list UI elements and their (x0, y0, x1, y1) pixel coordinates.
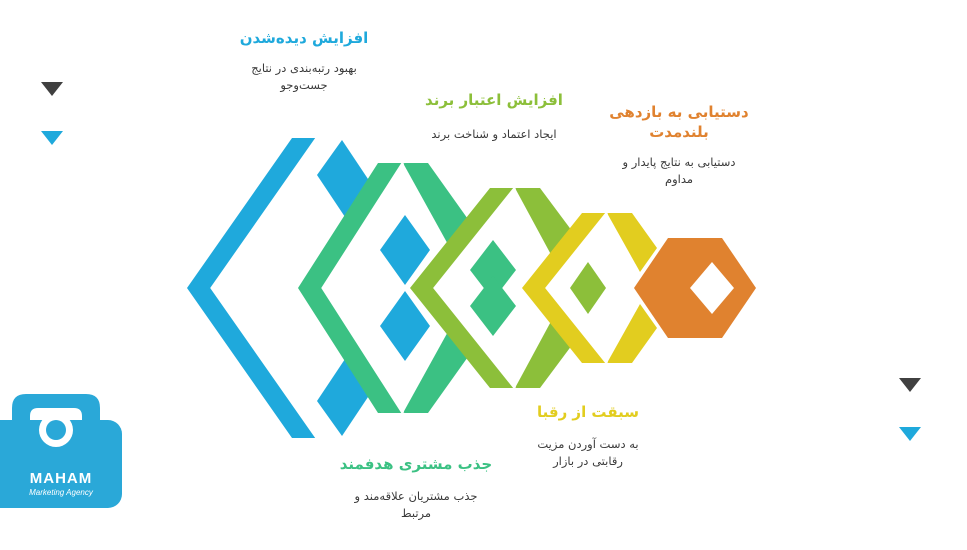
item-1-label: افزایش دیده‌شدن بهبود رتبه‌بندی در نتایج… (214, 28, 394, 94)
item-4-title: سبقت از رقبا (537, 403, 639, 421)
logo-tagline: Marketing Agency (29, 488, 93, 497)
item-5-title: جذب مشتری هدفمند (339, 455, 493, 473)
item-3-description: دستیابی به نتایج پایدار و مداوم (622, 155, 736, 186)
item-4-label: سبقت از رقبا به دست آوردن مزیت رقابتی در… (513, 402, 663, 470)
diamond-blue-bottom (380, 291, 430, 361)
triangle-down-blue-icon (41, 131, 63, 145)
logo-mark-icon (12, 394, 100, 464)
chevron-yellow-inner-top (607, 213, 657, 272)
triangle-down-dark-icon (899, 378, 921, 392)
item-5-description: جذب مشتریان علاقه‌مند و مرتبط (354, 489, 478, 520)
chevron-yellow (522, 213, 607, 363)
diamond-green-top (470, 240, 516, 300)
maham-logo: MAHAM Marketing Agency (0, 394, 122, 508)
logo-name: MAHAM (29, 470, 93, 487)
item-2-label: افزایش اعتبار برند ایجاد اعتماد و شناخت … (404, 90, 584, 143)
triangle-down-dark-icon (41, 82, 63, 96)
item-4-description: به دست آوردن مزیت رقابتی در بازار (537, 437, 639, 468)
item-1-description: بهبود رتبه‌بندی در نتایج جست‌وجو (251, 61, 357, 92)
diamond-lime (570, 262, 606, 314)
item-2-title: افزایش اعتبار برند (425, 91, 563, 109)
item-2-description: ایجاد اعتماد و شناخت برند (431, 127, 557, 141)
chevron-yellow-inner-bottom (607, 304, 657, 363)
hexagon-orange-inner (690, 262, 734, 314)
chevron-green-inner-bottom (403, 328, 470, 413)
item-3-title: دستیابی به بازدهی بلندمدت (609, 103, 749, 141)
triangle-down-blue-icon (899, 427, 921, 441)
chevron-green (298, 163, 403, 413)
chevron-lime (410, 188, 515, 388)
item-3-label: دستیابی به بازدهی بلندمدت دستیابی به نتا… (604, 102, 754, 188)
diamond-blue-top (380, 215, 430, 285)
item-5-label: جذب مشتری هدفمند جذب مشتریان علاقه‌مند و… (326, 454, 506, 522)
item-1-title: افزایش دیده‌شدن (239, 29, 369, 47)
chevron-green-inner-top (403, 163, 470, 248)
chevron-blue (187, 138, 317, 438)
diamond-green-bottom (470, 276, 516, 336)
